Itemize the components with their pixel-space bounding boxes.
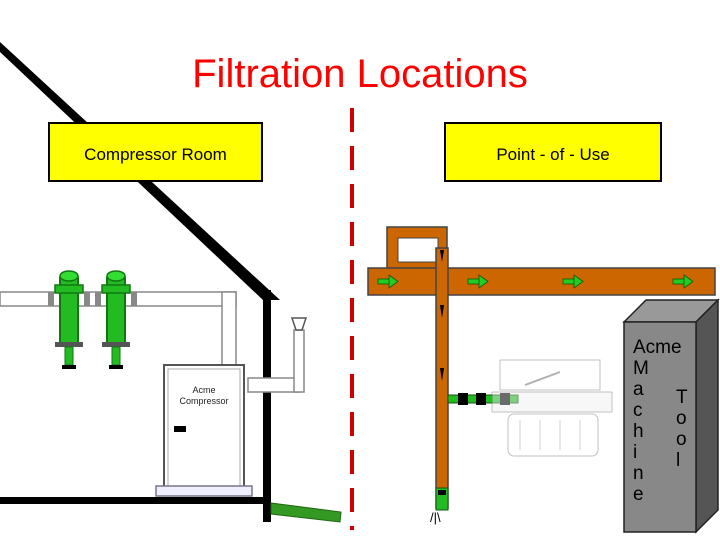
- drain-drip-glyph: /|\: [430, 510, 441, 525]
- tool-letter: T: [676, 387, 688, 408]
- compressor-base: [155, 485, 253, 497]
- page-title: Filtration Locations: [192, 52, 528, 96]
- header-pipe: [367, 226, 716, 509]
- tool-letter-column: T o o l: [676, 387, 688, 471]
- point-of-use-text: Point - of - Use: [496, 145, 610, 164]
- funnel-icon: [290, 317, 308, 331]
- arrow-right-icon: [377, 274, 399, 289]
- building-wall: [263, 290, 271, 522]
- machine-letter: i: [633, 442, 638, 463]
- filter-icon: [48, 270, 90, 369]
- machine-letter: n: [633, 463, 644, 484]
- compressor-label: Acme Compressor: [164, 385, 244, 407]
- machine-tool-box: [622, 298, 720, 534]
- compressor-unit: [155, 364, 253, 497]
- tool-letter: l: [676, 450, 681, 471]
- compressor-room-text: Compressor Room: [84, 145, 227, 164]
- machine-letter: a: [633, 379, 644, 400]
- compressor-label-line1: Acme: [192, 385, 216, 395]
- machine-letter: M: [633, 358, 649, 379]
- outlet-pipe: [247, 317, 308, 393]
- machine-letter: h: [633, 421, 644, 442]
- drain-pipe: [270, 502, 342, 523]
- machine-letter: c: [633, 400, 643, 421]
- arrow-right-icon: [467, 274, 489, 289]
- floor-line: [0, 497, 271, 504]
- arrow-right-icon: [672, 274, 694, 289]
- flow-arrows: [377, 274, 694, 289]
- machine-tool-word1: Acme: [633, 337, 682, 358]
- machine-letter: e: [633, 484, 644, 505]
- filter-icon: [95, 270, 137, 369]
- machine-tool-label: Acme: [633, 337, 697, 358]
- branch-line: [447, 393, 519, 405]
- compressor-handle: [174, 426, 186, 432]
- arrow-right-icon: [562, 274, 584, 289]
- drain-valve-icon: [435, 487, 449, 511]
- point-of-use-label: Point - of - Use: [444, 122, 662, 182]
- compressor-label-line2: Compressor: [179, 396, 229, 406]
- machine-equipment: [491, 359, 613, 457]
- compressor-room-label: Compressor Room: [48, 122, 263, 182]
- machine-letter-column: M a c h i n e: [633, 358, 649, 505]
- tool-letter: o: [676, 429, 687, 450]
- tool-letter: o: [676, 408, 687, 429]
